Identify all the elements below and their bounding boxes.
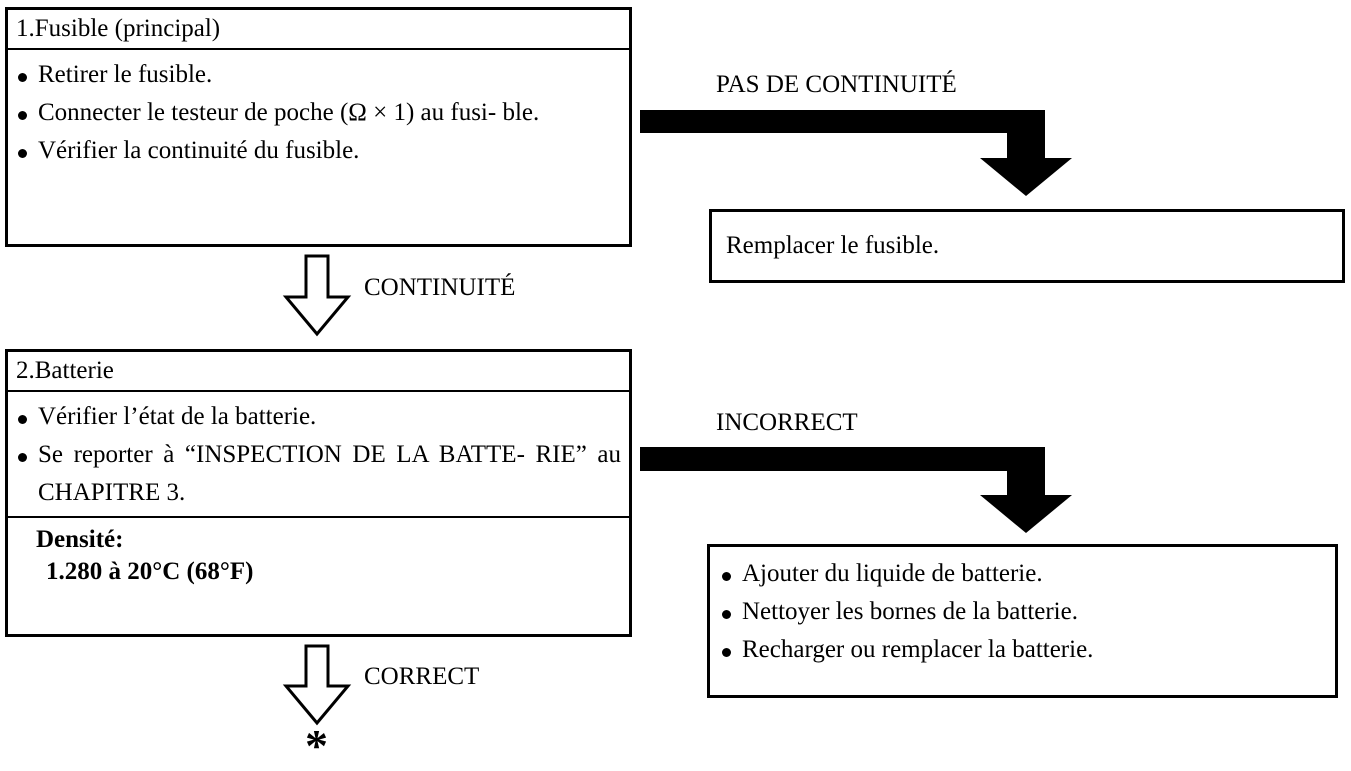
correct-label: CORRECT xyxy=(364,663,480,690)
replace-fuse-action: Remplacer le fusible. xyxy=(726,232,940,259)
density-value: 1.280 à 20°C (68°F) xyxy=(46,558,254,585)
replace-fuse-box: Remplacer le fusible. xyxy=(709,209,1345,283)
continuity-label: CONTINUITÉ xyxy=(364,274,516,301)
step2-spec: Densité: 1.280 à 20°C (68°F) xyxy=(8,516,629,596)
battery-action: Recharger ou remplacer la batterie. xyxy=(720,631,1325,669)
step2-title-section: 2.Batterie xyxy=(8,352,629,390)
step1-instructions: Retirer le fusible. Connecter le testeur… xyxy=(8,48,629,176)
step1-item: Connecter le testeur de poche (Ω × 1) au… xyxy=(16,94,621,132)
density-label: Densité: xyxy=(36,526,124,553)
battery-action: Nettoyer les bornes de la batterie. xyxy=(720,593,1325,631)
battery-actions-box: Ajouter du liquide de batterie. Nettoyer… xyxy=(707,544,1338,698)
step2-box: 2.Batterie Vérifier l’état de la batteri… xyxy=(5,349,632,637)
step1-no-continuity-label: PAS DE CONTINUITÉ xyxy=(716,71,957,98)
continuation-asterisk: * xyxy=(305,720,328,771)
step2-reference-text: Se reporter à “INSPECTION DE LA BATTE- R… xyxy=(38,441,621,506)
step1-box: 1.Fusible (principal) Retirer le fusible… xyxy=(5,7,632,247)
step2-incorrect-label: INCORRECT xyxy=(716,409,858,436)
step1-item: Vérifier la continuité du fusible. xyxy=(16,132,621,170)
step2-item: Vérifier l’état de la batterie. xyxy=(16,398,621,436)
step2-reference: Se reporter à “INSPECTION DE LA BATTE- R… xyxy=(16,436,621,512)
step2-title: 2.Batterie xyxy=(16,357,114,384)
step1-title: 1.Fusible (principal) xyxy=(16,15,221,42)
step1-title-section: 1.Fusible (principal) xyxy=(8,10,629,48)
step2-instructions: Vérifier l’état de la batterie. Se repor… xyxy=(8,390,629,516)
step1-item: Retirer le fusible. xyxy=(16,56,621,94)
battery-action: Ajouter du liquide de batterie. xyxy=(720,555,1325,593)
